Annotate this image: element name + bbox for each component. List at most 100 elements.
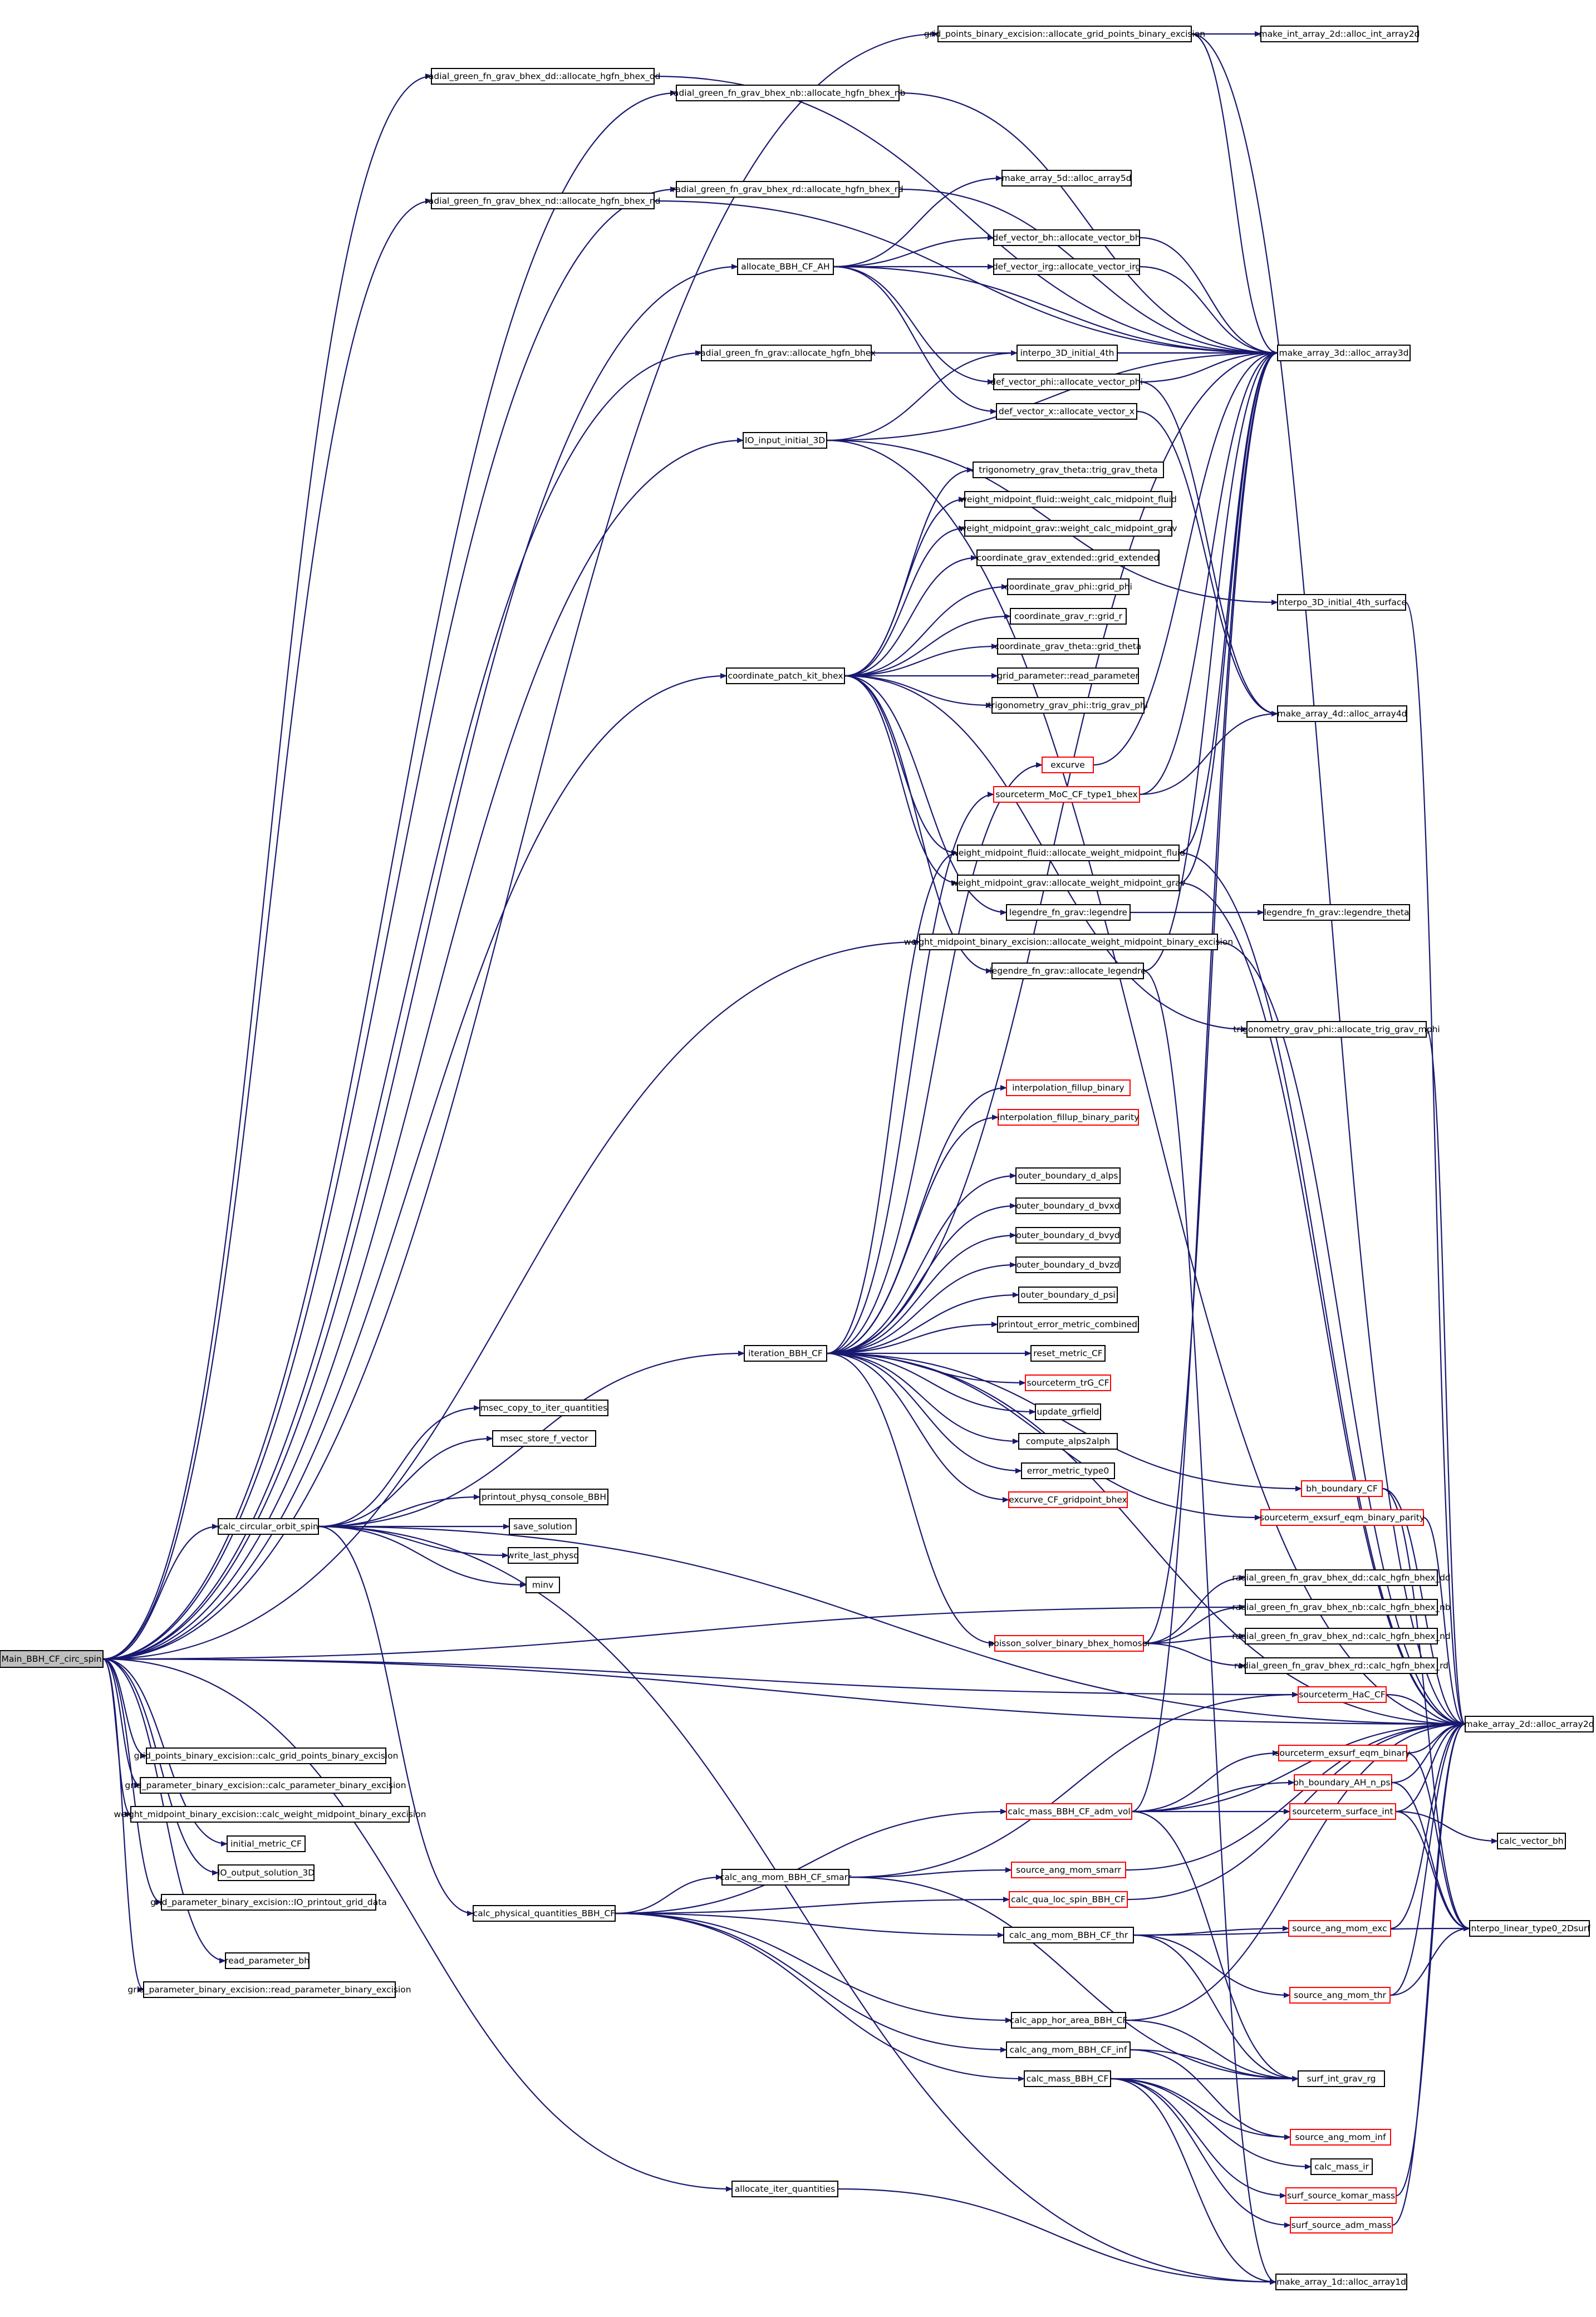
- node-src-angmom-smarr[interactable]: source_ang_mom_smarr: [1011, 1862, 1126, 1878]
- node-surf-adm[interactable]: surf_source_adm_mass: [1290, 2217, 1393, 2233]
- node-calc-qua-loc[interactable]: calc_qua_loc_spin_BBH_CF: [1009, 1891, 1128, 1908]
- node-wm-fluid[interactable]: weight_midpoint_fluid::weight_calc_midpo…: [960, 491, 1177, 508]
- node-read-param-bh[interactable]: read_parameter_bh: [225, 1952, 310, 1969]
- node-grid-theta[interactable]: coordinate_grav_theta::grid_theta: [995, 638, 1142, 655]
- node-awm-fluid[interactable]: weight_midpoint_fluid::allocate_weight_m…: [951, 845, 1185, 861]
- node-rg-rd-calc[interactable]: radial_green_fn_grav_bhex_rd::calc_hgfn_…: [1234, 1657, 1448, 1674]
- node-arr5d[interactable]: make_array_5d::alloc_array5d: [1001, 170, 1132, 186]
- node-calc-circ[interactable]: calc_circular_orbit_spin: [218, 1518, 319, 1535]
- node-rg-rd-alloc[interactable]: radial_green_fn_grav_bhex_rd::allocate_h…: [672, 181, 903, 198]
- node-src-angmom-thr[interactable]: source_ang_mom_thr: [1289, 1987, 1391, 2004]
- node-save-sol[interactable]: save_solution: [509, 1518, 577, 1535]
- node-src-moc[interactable]: sourceterm_MoC_CF_type1_bhex: [993, 786, 1140, 803]
- node-printout-physq[interactable]: printout_physq_console_BBH: [479, 1489, 608, 1505]
- node-ob-bvzd[interactable]: outer_boundary_d_bvzd: [1015, 1256, 1121, 1273]
- node-printout-err[interactable]: printout_error_metric_combined: [997, 1316, 1139, 1333]
- node-interp-fill[interactable]: interpolation_fillup_binary: [1006, 1079, 1131, 1096]
- node-init-metric[interactable]: initial_metric_CF: [227, 1835, 306, 1852]
- node-src-surf-int[interactable]: sourceterm_surface_int: [1289, 1803, 1396, 1820]
- node-rg-dd-alloc[interactable]: radial_green_fn_grav_bhex_dd::allocate_h…: [425, 68, 661, 85]
- node-arr2d[interactable]: make_array_2d::alloc_array2d: [1464, 1716, 1594, 1732]
- node-src-angmom-exc[interactable]: source_ang_mom_exc: [1288, 1920, 1391, 1937]
- node-bh-boundary[interactable]: bh_boundary_CF: [1301, 1480, 1383, 1497]
- node-write-last[interactable]: write_last_physq: [507, 1547, 579, 1564]
- node-gpbe-alloc[interactable]: grid_points_binary_excision::allocate_gr…: [924, 26, 1205, 42]
- node-grid-r[interactable]: coordinate_grav_r::grid_r: [1010, 608, 1127, 625]
- node-legendre-theta[interactable]: legendre_fn_grav::legendre_theta: [1263, 904, 1410, 921]
- node-coord-patch[interactable]: coordinate_patch_kit_bhex: [726, 667, 845, 684]
- node-interpo-surf[interactable]: interpo_3D_initial_4th_surface: [1276, 594, 1407, 611]
- node-ob-psi[interactable]: outer_boundary_d_psi: [1018, 1287, 1118, 1303]
- node-calc-angmom-thr[interactable]: calc_ang_mom_BBH_CF_thr: [1003, 1927, 1134, 1943]
- node-vec-x[interactable]: def_vector_x::allocate_vector_x: [996, 403, 1137, 420]
- node-bh-ah-psi[interactable]: bh_boundary_AH_n_psi: [1293, 1774, 1393, 1791]
- node-surf-komar[interactable]: surf_source_komar_mass: [1285, 2187, 1397, 2204]
- node-wm-bin-calc[interactable]: weight_midpoint_binary_excision::calc_we…: [114, 1806, 426, 1823]
- node-rg-nb-calc[interactable]: radial_green_fn_grav_bhex_nb::calc_hgfn_…: [1232, 1599, 1451, 1616]
- node-arr1d[interactable]: make_array_1d::alloc_array1d: [1275, 2274, 1407, 2290]
- node-surf-int[interactable]: surf_int_grav_rg: [1298, 2070, 1385, 2087]
- node-rg-nb-alloc[interactable]: radial_green_fn_grav_bhex_nb::allocate_h…: [670, 85, 906, 101]
- node-ob-alps[interactable]: outer_boundary_d_alps: [1015, 1167, 1121, 1184]
- node-calc-mass-adm[interactable]: calc_mass_BBH_CF_adm_vol: [1006, 1803, 1132, 1820]
- node-vec-bh[interactable]: def_vector_bh::allocate_vector_bh: [993, 229, 1141, 246]
- node-calc-angmom-smarr[interactable]: calc_ang_mom_BBH_CF_smarr: [720, 1869, 852, 1886]
- node-minv[interactable]: minv: [526, 1577, 560, 1593]
- node-io-input[interactable]: IO_input_initial_3D: [743, 432, 827, 449]
- node-gparam-io[interactable]: grid_parameter_binary_excision::IO_print…: [150, 1894, 387, 1911]
- node-excurve-gp[interactable]: excurve_CF_gridpoint_bhex: [1008, 1491, 1128, 1508]
- node-rg-nd-calc[interactable]: radial_green_fn_grav_bhex_nd::calc_hgfn_…: [1232, 1628, 1451, 1645]
- node-root[interactable]: Main_BBH_CF_circ_spin: [0, 1650, 104, 1668]
- node-read-param[interactable]: grid_parameter::read_parameter: [997, 667, 1139, 684]
- node-src-exsurf[interactable]: sourceterm_exsurf_eqm_binary: [1275, 1745, 1411, 1761]
- node-ob-bvxd[interactable]: outer_boundary_d_bvxd: [1015, 1197, 1121, 1214]
- node-calc-vec-bh[interactable]: calc_vector_bh: [1497, 1833, 1566, 1849]
- node-src-angmom-inf[interactable]: source_ang_mom_inf: [1290, 2129, 1391, 2146]
- node-calc-angmom-inf[interactable]: calc_ang_mom_BBH_CF_inf: [1006, 2041, 1131, 2058]
- node-alloc-trig-mphi[interactable]: trigonometry_grav_phi::allocate_trig_gra…: [1233, 1021, 1440, 1038]
- node-iteration[interactable]: iteration_BBH_CF: [744, 1345, 827, 1362]
- node-src-trg[interactable]: sourceterm_trG_CF: [1025, 1375, 1111, 1391]
- node-excurve[interactable]: excurve: [1042, 757, 1094, 773]
- node-rg-nd-alloc[interactable]: radial_green_fn_grav_bhex_nd::allocate_h…: [425, 193, 661, 209]
- node-msec-copy[interactable]: msec_copy_to_iter_quantities: [479, 1400, 608, 1416]
- node-gparam-read[interactable]: grid_parameter_binary_excision::read_par…: [127, 1981, 411, 1998]
- node-update-grfield[interactable]: update_grfield: [1035, 1403, 1101, 1420]
- node-gpbe-calc[interactable]: grid_points_binary_excision::calc_grid_p…: [134, 1747, 399, 1764]
- node-grid-ext[interactable]: coordinate_grav_extended::grid_extended: [976, 549, 1160, 566]
- node-interp-fill-par[interactable]: interpolation_fillup_binary_parity: [998, 1109, 1140, 1126]
- node-calc-mass[interactable]: calc_mass_BBH_CF: [1024, 2070, 1111, 2087]
- node-src-exsurf-par[interactable]: sourceterm_exsurf_eqm_binary_parity: [1260, 1509, 1425, 1526]
- node-alloc-iter[interactable]: allocate_iter_quantities: [731, 2181, 838, 2197]
- node-rg-dd-calc[interactable]: radial_green_fn_grav_bhex_dd::calc_hgfn_…: [1232, 1569, 1451, 1586]
- node-compute-alps[interactable]: compute_alps2alph: [1018, 1433, 1118, 1450]
- node-reset-metric[interactable]: reset_metric_CF: [1030, 1345, 1106, 1362]
- node-vec-irg[interactable]: def_vector_irg::allocate_vector_irg: [993, 258, 1141, 275]
- node-err-metric[interactable]: error_metric_type0: [1021, 1462, 1115, 1479]
- node-awm-bin[interactable]: weight_midpoint_binary_excision::allocat…: [904, 934, 1233, 950]
- node-trig-phi[interactable]: trigonometry_grav_phi::trig_grav_phi: [988, 697, 1148, 714]
- node-ob-bvyd[interactable]: outer_boundary_d_bvyd: [1015, 1227, 1121, 1244]
- node-trig-theta[interactable]: trigonometry_grav_theta::trig_grav_theta: [973, 462, 1164, 478]
- node-rg-bhex-alloc[interactable]: radial_green_fn_grav::allocate_hgfn_bhex: [697, 345, 876, 361]
- node-calc-app-hor[interactable]: calc_app_hor_area_BBH_CF: [1010, 2012, 1128, 2029]
- node-io-output[interactable]: IO_output_solution_3D: [218, 1864, 315, 1881]
- node-interpo3d[interactable]: interpo_3D_initial_4th: [1016, 345, 1118, 361]
- node-int2d[interactable]: make_int_array_2d::alloc_int_array2d: [1259, 26, 1420, 42]
- node-interpo-lin[interactable]: interpo_linear_type0_2Dsurf: [1469, 1920, 1590, 1937]
- node-msec-store[interactable]: msec_store_f_vector: [492, 1430, 596, 1447]
- node-calc-mass-ir[interactable]: calc_mass_ir: [1310, 2158, 1373, 2175]
- node-vec-phi[interactable]: def_vector_phi::allocate_vector_phi: [990, 374, 1143, 390]
- node-arr4d[interactable]: make_array_4d::alloc_array4d: [1277, 705, 1407, 722]
- node-alloc-ah[interactable]: allocate_BBH_CF_AH: [737, 258, 834, 275]
- node-legendre[interactable]: legendre_fn_grav::legendre: [1006, 904, 1131, 921]
- node-wm-grav[interactable]: weight_midpoint_grav::weight_calc_midpoi…: [959, 520, 1177, 537]
- node-grid-phi[interactable]: coordinate_grav_phi::grid_phi: [1004, 578, 1132, 595]
- node-alloc-leg[interactable]: legendre_fn_grav::allocate_legendre: [989, 963, 1146, 979]
- node-arr3d[interactable]: make_array_3d::alloc_array3d: [1277, 345, 1411, 361]
- node-calc-phys[interactable]: calc_physical_quantities_BBH_CF: [473, 1905, 616, 1922]
- node-gparam-calc[interactable]: grid_parameter_binary_excision::calc_par…: [125, 1777, 406, 1794]
- node-awm-grav[interactable]: weight_midpoint_grav::allocate_weight_mi…: [951, 875, 1186, 891]
- node-poisson[interactable]: poisson_solver_binary_bhex_homosol: [989, 1635, 1150, 1652]
- node-src-hac[interactable]: sourceterm_HaC_CF: [1298, 1686, 1387, 1703]
